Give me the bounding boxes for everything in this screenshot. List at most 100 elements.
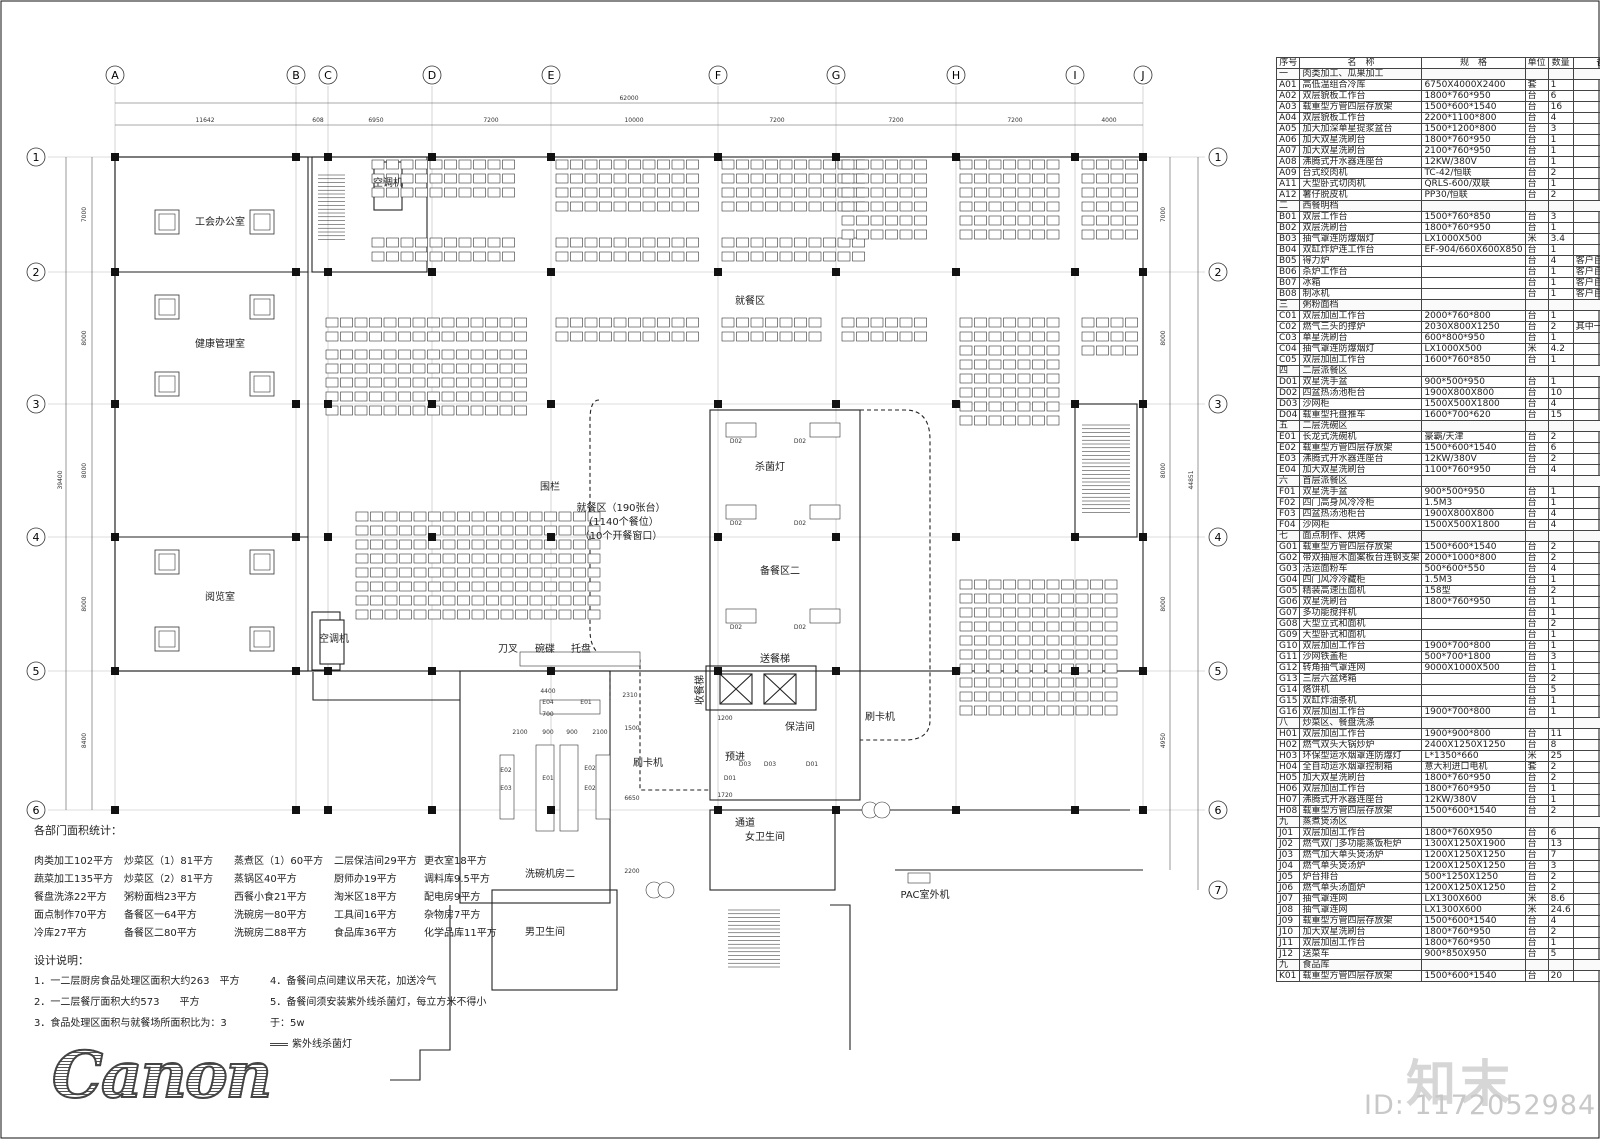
dining-table	[974, 229, 987, 240]
equipment-cell: 台	[1524, 607, 1549, 619]
equipment-cell: E01	[1275, 431, 1301, 443]
dining-table	[470, 377, 484, 388]
axis-bubble-left-6	[26, 800, 46, 820]
dining-table	[1081, 215, 1095, 226]
design-note-5: 5．备餐间须安装紫外线杀菌灯，每立方米不得小于：5w	[270, 997, 487, 1029]
equipment-cell: 600*800*950	[1421, 332, 1526, 344]
dining-table	[500, 567, 514, 578]
equipment-cell: 台式绞肉机	[1299, 167, 1423, 179]
dining-table	[555, 237, 569, 248]
dining-table	[988, 579, 1002, 590]
equipment-cell: 面点制作、烘烤	[1299, 530, 1423, 542]
dining-table	[628, 201, 641, 212]
equipment-cell: 1.5M3	[1421, 497, 1526, 509]
equipment-cell: 1500*600*1540	[1421, 915, 1526, 927]
dining-table	[959, 663, 973, 674]
dining-table	[441, 363, 455, 374]
equipment-cell: 6	[1547, 442, 1574, 454]
dining-table	[1003, 677, 1016, 688]
dining-table	[1075, 705, 1089, 716]
equipment-cell: G05	[1275, 585, 1301, 597]
dining-table	[515, 539, 528, 550]
dining-table	[371, 173, 385, 184]
dining-table	[988, 229, 1002, 240]
dining-table	[657, 331, 670, 342]
dining-table	[354, 391, 368, 402]
dining-table	[899, 229, 913, 240]
equipment-cell: 双层工作台	[1299, 211, 1423, 223]
dining-table	[1003, 187, 1016, 198]
dining-table	[599, 187, 612, 198]
dining-table	[765, 331, 778, 342]
dining-table	[628, 331, 641, 342]
col-header-name: 名 称	[1299, 57, 1423, 69]
equipment-cell: 2000*760*800	[1421, 310, 1526, 322]
dining-table	[1046, 345, 1060, 356]
dining-table	[1110, 331, 1124, 342]
equipment-cell: E03	[1275, 453, 1301, 465]
dining-table	[441, 331, 455, 342]
equipment-cell: 台	[1524, 321, 1549, 333]
equipment-cell: 台	[1524, 112, 1549, 124]
equipment-cell: 台	[1524, 222, 1549, 234]
top-dim-text: 7200	[483, 117, 498, 124]
equipment-row: 七面点制作、烘烤	[1275, 530, 1600, 542]
dining-table	[1104, 663, 1118, 674]
equipment-cell: K01	[1275, 970, 1301, 982]
dining-table	[974, 373, 987, 384]
dining-table	[765, 187, 778, 198]
dining-table	[599, 237, 612, 248]
equipment-cell: 大型卧式切肉机	[1299, 178, 1423, 190]
equipment-cell: 肉类加工、瓜果加工	[1299, 68, 1423, 80]
dining-table	[442, 511, 456, 522]
equipment-cell: 长龙式洗碗机	[1299, 431, 1423, 443]
equipment-cell: 2	[1547, 321, 1574, 333]
dining-table	[974, 621, 987, 632]
equipment-cell: 1900X800X800	[1421, 508, 1526, 520]
dining-table	[1061, 677, 1074, 688]
axis-label-E: E	[548, 69, 555, 82]
dining-table	[1046, 387, 1060, 398]
equipment-cell: 7	[1547, 849, 1574, 861]
equipment-cell: 台	[1524, 409, 1549, 421]
dining-table	[856, 187, 869, 198]
dining-table	[823, 173, 836, 184]
dining-table	[587, 539, 601, 550]
dining-table	[428, 567, 441, 578]
dining-table	[442, 525, 456, 536]
dining-table	[1125, 331, 1138, 342]
dining-table	[1017, 345, 1031, 356]
dining-table	[959, 635, 973, 646]
dining-table	[499, 391, 513, 402]
dining-table	[899, 187, 913, 198]
dining-table	[412, 377, 426, 388]
structural-column	[428, 153, 436, 161]
equipment-cell	[1572, 860, 1600, 872]
equipment-cell	[1421, 673, 1526, 685]
equipment-cell: J02	[1275, 838, 1301, 850]
dining-table	[558, 567, 572, 578]
dining-table	[736, 251, 749, 262]
equipment-code: D02	[730, 438, 742, 445]
room-label-food-lift: 送餐梯	[760, 652, 790, 665]
equipment-cell: 1	[1547, 574, 1574, 586]
equipment-cell: 杀炉工作台	[1299, 266, 1423, 278]
dining-table	[988, 373, 1002, 384]
equipment-cell: 1500X500X1800	[1421, 398, 1526, 410]
pac-outdoor-unit	[907, 872, 931, 884]
dining-table	[502, 237, 515, 248]
equipment-cell: 沸腾式开水器连座台	[1299, 794, 1423, 806]
dining-table	[808, 251, 822, 262]
equipment-cell: 台	[1524, 156, 1549, 168]
equipment-cell	[1572, 299, 1600, 311]
equipment-cell: 米	[1524, 904, 1549, 916]
dining-table	[514, 391, 527, 402]
dining-table	[837, 237, 851, 248]
equipment-cell: 台	[1524, 189, 1549, 201]
equipment-cell: 米	[1524, 343, 1549, 355]
